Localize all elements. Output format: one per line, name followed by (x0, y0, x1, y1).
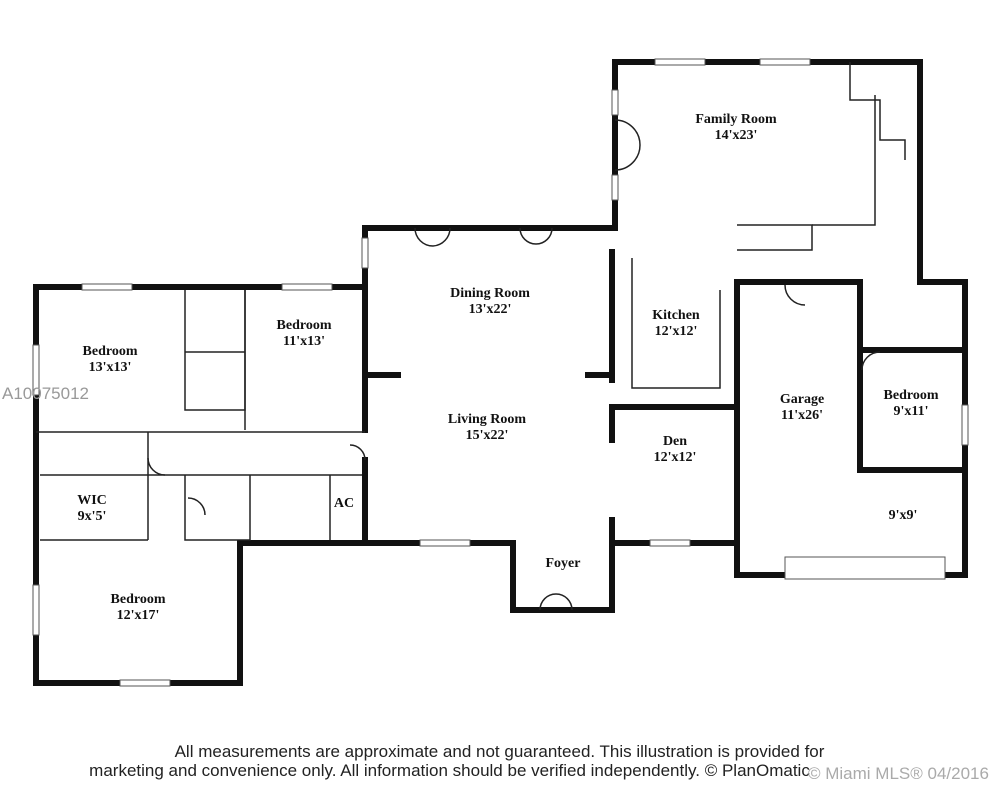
interior-walls (36, 95, 968, 546)
room-dim: 9'x11' (893, 404, 929, 419)
room-label: 9'x9' (889, 508, 918, 524)
room-label: Foyer (546, 556, 581, 572)
room-name: Bedroom (276, 318, 332, 333)
room-dim: 9x'5' (77, 509, 107, 524)
disclaimer-line-1: All measurements are approximate and not… (174, 742, 825, 761)
room-dim: 12'x12' (653, 450, 697, 465)
room-dim: 13'x13' (88, 360, 132, 375)
room-name: WIC (77, 493, 107, 508)
room-label: AC (334, 496, 354, 512)
room-name: Kitchen (652, 308, 700, 323)
exterior-walls (33, 59, 968, 686)
room-dim: 12'x17' (116, 608, 160, 623)
room-dim: 12'x12' (654, 324, 698, 339)
listing-id-watermark: A10075012 (2, 384, 89, 403)
room-name: Bedroom (82, 344, 138, 359)
room-name: Foyer (545, 556, 581, 571)
room-dim: 15'x22' (465, 428, 509, 443)
room-dim: 9'x9' (888, 508, 918, 523)
room-dim: 11'x26' (780, 408, 824, 423)
room-name: Living Room (447, 412, 527, 427)
room-dim: 14'x23' (714, 128, 758, 143)
stairs (849, 62, 906, 160)
room-name: Family Room (695, 112, 777, 127)
room-name: Den (662, 434, 688, 449)
room-name: AC (333, 496, 355, 511)
room-name: Garage (779, 392, 825, 407)
disclaimer-line-2: marketing and convenience only. All info… (89, 761, 810, 780)
room-name: Dining Room (450, 286, 530, 301)
room-name: Bedroom (110, 592, 166, 607)
room-dim: 13'x22' (468, 302, 512, 317)
room-dim: 11'x13' (282, 334, 325, 349)
mls-watermark: © Miami MLS® 04/2016 (808, 764, 989, 783)
room-name: Bedroom (883, 388, 939, 403)
doors (147, 119, 881, 611)
windows (32, 58, 969, 687)
